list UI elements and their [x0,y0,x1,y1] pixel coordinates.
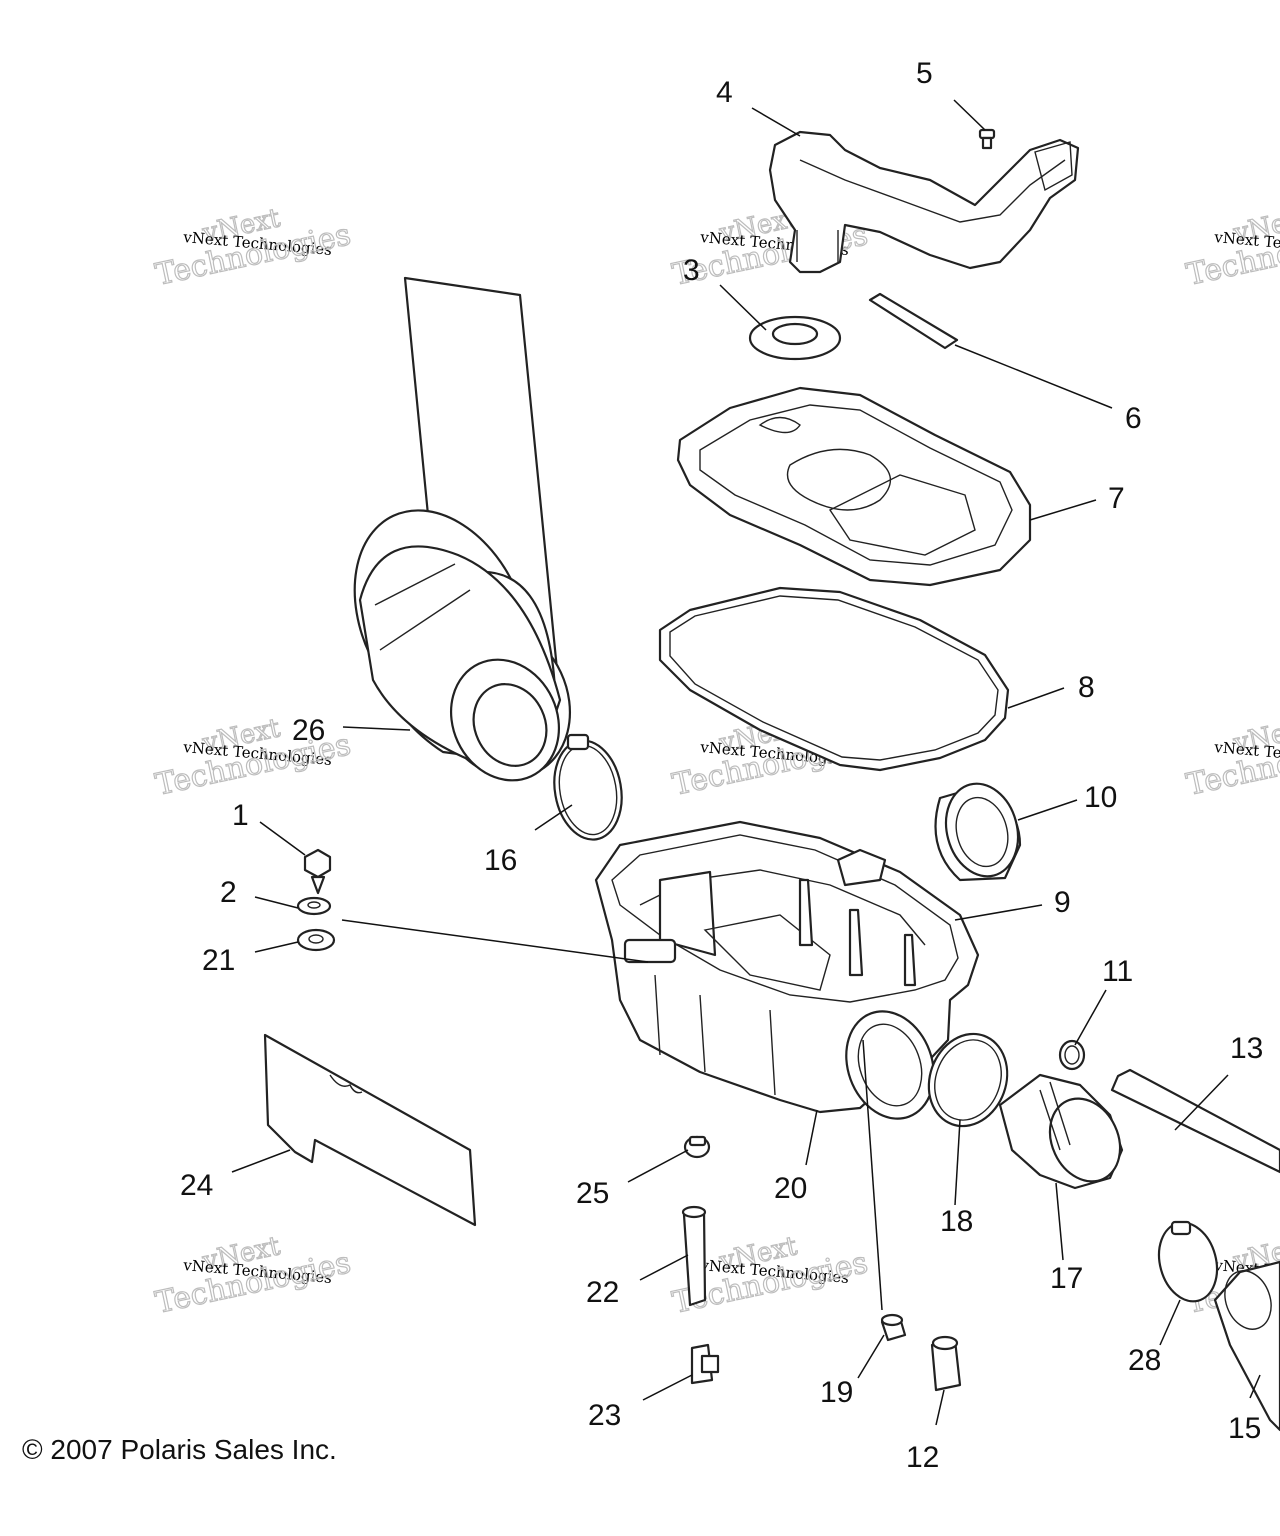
callout-21: 21 [202,944,235,977]
part-drain-tube [681,1205,707,1307]
part-seal-ring [748,315,842,361]
watermark-top-left: vNext vNext Technologies Technologies [152,203,355,294]
part-small-clamp-11 [1058,1039,1086,1071]
part-drain-plug [690,1343,720,1385]
callout-8: 8 [1078,671,1095,704]
callout-7: 7 [1108,482,1125,515]
callout-25: 25 [576,1177,609,1210]
callout-6: 6 [1125,402,1142,435]
callout-23: 23 [588,1399,621,1432]
callout-16: 16 [484,844,517,877]
callout-26: 26 [292,714,325,747]
part-intake-boot [1213,1260,1280,1432]
part-air-filter [353,276,572,782]
callout-13: 13 [1230,1032,1263,1065]
watermark-mid-right: vNext vNext Technologies Technologies [1183,713,1280,804]
part-airbox-cover [676,386,1032,587]
callout-17: 17 [1050,1262,1083,1295]
callout-3: 3 [683,254,700,287]
callout-22: 22 [586,1276,619,1309]
part-washer-2 [296,896,332,916]
copyright-notice: © 2007 Polaris Sales Inc. [22,1434,337,1465]
callout-19: 19 [820,1376,853,1409]
callout-5: 5 [916,57,933,90]
callout-12: 12 [906,1441,939,1474]
callout-20: 20 [774,1172,807,1205]
callout-10: 10 [1084,781,1117,814]
part-airbox-base [594,820,980,1120]
callout-4: 4 [716,76,733,109]
part-outlet-boot [998,1073,1124,1190]
part-bolt [303,848,332,895]
part-o-ring [927,1032,1009,1128]
callout-18: 18 [940,1205,973,1238]
callout-labels: 1 2 3 4 5 6 7 8 9 10 11 12 13 15 16 17 1… [180,57,1263,1474]
part-screw [978,128,996,150]
callout-28: 28 [1128,1344,1161,1377]
part-shield-plate [263,1033,477,1227]
part-hose-clamp-16 [553,733,623,841]
leader-lines [231,99,1261,1426]
part-hose-clamp-28 [1157,1220,1219,1303]
callout-1: 1 [232,799,249,832]
callout-11: 11 [1102,955,1133,988]
callout-2: 2 [220,876,237,909]
part-small-clamp-25 [683,1135,711,1159]
part-cap-12 [930,1335,962,1392]
callout-9: 9 [1054,886,1071,919]
part-foam-strip [868,292,959,350]
watermark-bottom-left: vNext vNext Technologies Technologies [152,1231,355,1322]
part-intake-duct [768,130,1080,274]
watermark-top-right: vNext vNext Technologies Technologies [1183,203,1280,294]
part-cap-19 [880,1313,907,1342]
part-breather-hose [1110,1068,1280,1174]
part-grommet-21 [296,928,336,952]
callout-15: 15 [1228,1412,1261,1445]
part-outlet-coupler [934,782,1022,882]
part-cover-gasket [658,586,1010,772]
callout-24: 24 [180,1169,213,1202]
